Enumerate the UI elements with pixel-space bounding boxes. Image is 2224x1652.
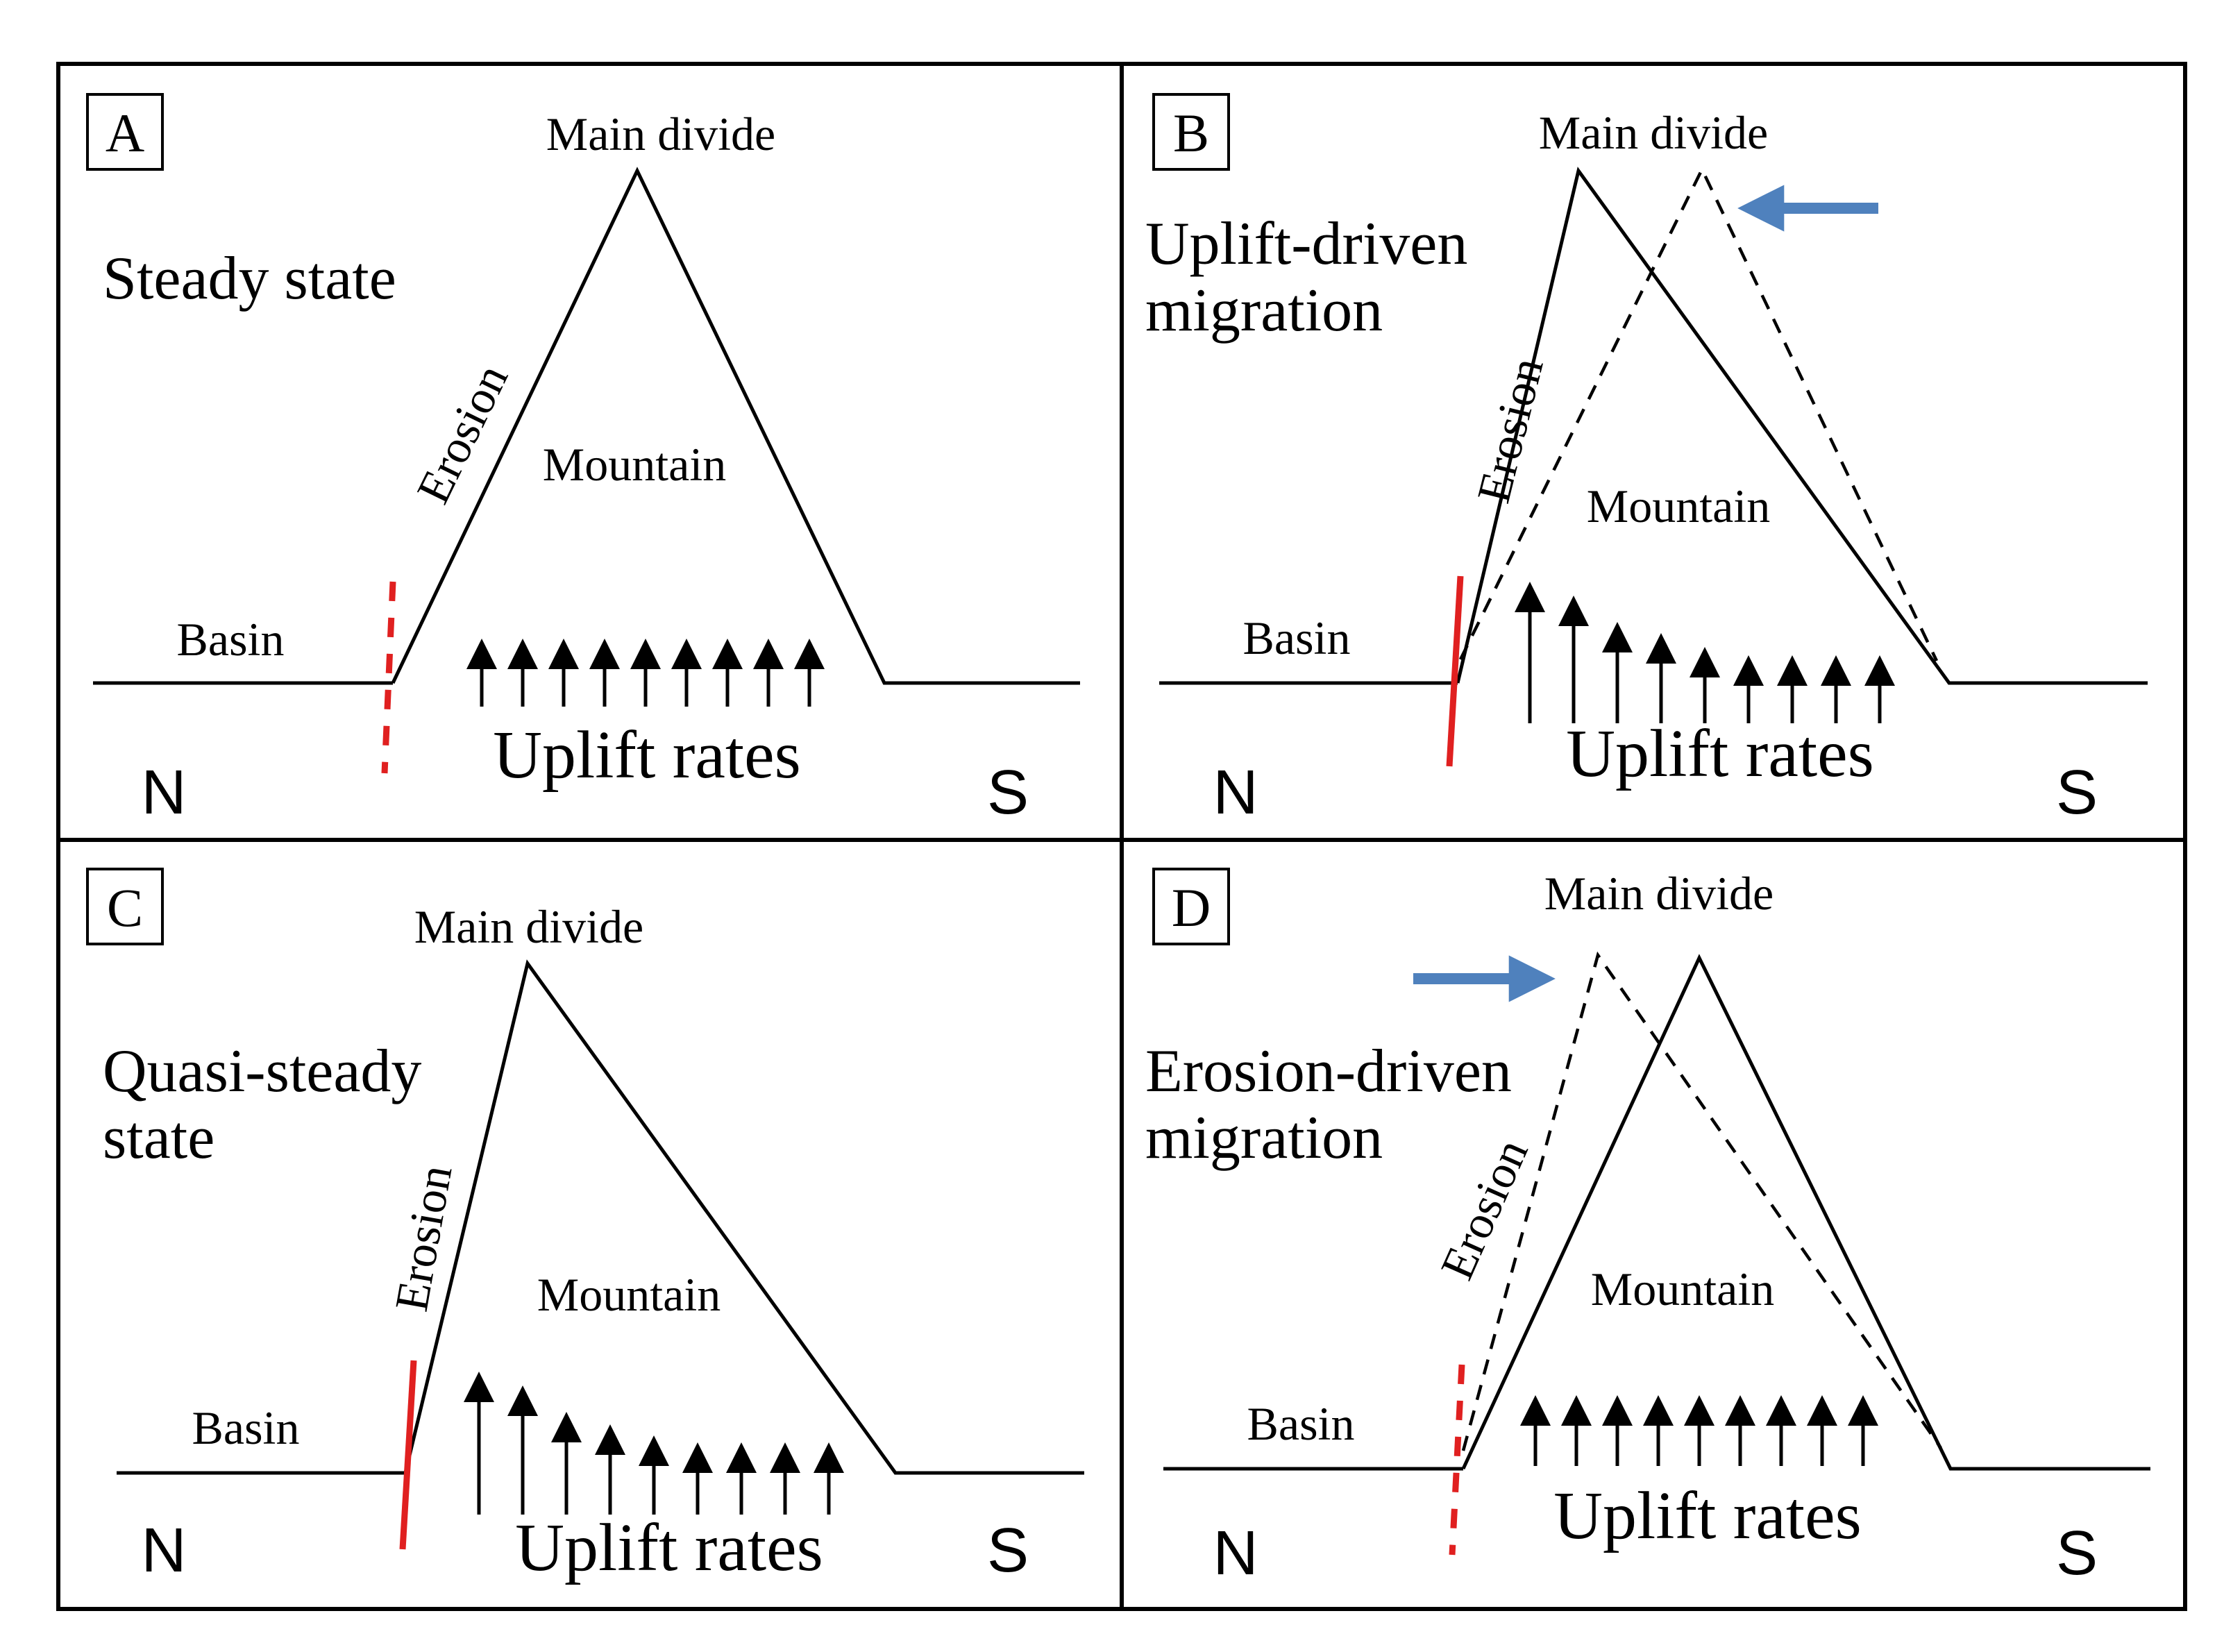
mountain-profile xyxy=(1456,167,2148,685)
south-label: S xyxy=(2056,758,2098,827)
mountain-label: Mountain xyxy=(537,1268,721,1321)
uplift-arrow-head xyxy=(1602,1395,1633,1426)
panel-title-line-2: state xyxy=(103,1104,214,1172)
panel-b: B Uplift-driven migration Main divide Er… xyxy=(1145,93,2148,827)
uplift-arrow-head xyxy=(1515,582,1545,612)
uplift-arrow-head xyxy=(1864,655,1895,686)
uplift-arrow-head xyxy=(1777,655,1808,686)
north-label: N xyxy=(142,758,187,827)
north-label: N xyxy=(1213,758,1258,827)
uplift-rates-label: Uplift rates xyxy=(493,718,801,793)
uplift-arrow-head xyxy=(682,1442,713,1473)
uplift-arrow-head xyxy=(639,1435,669,1466)
erosion-label: Erosion xyxy=(1467,353,1553,508)
uplift-arrow-head xyxy=(1520,1395,1551,1426)
uplift-arrow-head xyxy=(794,639,825,669)
panel-d: D Erosion-driven migration Main divide E… xyxy=(1145,867,2150,1588)
uplift-arrow-head xyxy=(1561,1395,1592,1426)
uplift-arrow-head xyxy=(726,1442,757,1473)
mountain-label: Mountain xyxy=(1591,1263,1774,1315)
panel-letter: A xyxy=(106,103,144,163)
fault-line xyxy=(399,1360,417,1550)
basin-label: Basin xyxy=(1247,1397,1355,1450)
uplift-arrow-head xyxy=(507,1385,538,1416)
uplift-arrow-head xyxy=(1646,633,1676,664)
uplift-arrow-head xyxy=(548,639,579,669)
uplift-rates-label: Uplift rates xyxy=(515,1510,823,1585)
panel-letter-box xyxy=(1152,868,1230,945)
uplift-arrows xyxy=(466,639,825,707)
uplift-arrows xyxy=(1515,582,1895,723)
panel-title: Steady state xyxy=(103,245,396,312)
uplift-arrow-head xyxy=(464,1372,494,1402)
uplift-arrow-head xyxy=(1807,1395,1837,1426)
uplift-rates-label: Uplift rates xyxy=(1566,716,1874,791)
panel-title-line-1: Uplift-driven xyxy=(1145,210,1467,278)
fault-line xyxy=(1449,1364,1465,1556)
uplift-arrow-head xyxy=(1848,1395,1878,1426)
uplift-arrow-head xyxy=(630,639,661,669)
panel-a: A Steady state Main divide Erosion Mount… xyxy=(86,93,1080,827)
uplift-arrow-head xyxy=(589,639,620,669)
panel-letter-box xyxy=(86,93,164,171)
erosion-label: Erosion xyxy=(406,356,518,511)
panel-c: C Quasi-steady state Main divide Erosion… xyxy=(86,868,1084,1585)
basin-label: Basin xyxy=(192,1401,300,1454)
uplift-arrow-head xyxy=(1821,655,1851,686)
uplift-arrow-head xyxy=(1684,1395,1715,1426)
uplift-arrow-head xyxy=(814,1442,844,1473)
uplift-arrow-head xyxy=(712,639,743,669)
south-label: S xyxy=(2056,1519,2098,1588)
uplift-arrow-head xyxy=(1725,1395,1755,1426)
uplift-arrow-head xyxy=(595,1424,625,1455)
panel-letter: D xyxy=(1172,877,1211,938)
fault-line xyxy=(381,581,396,774)
basin-label: Basin xyxy=(1243,612,1351,664)
mountain-profile xyxy=(403,959,1084,1475)
uplift-arrows xyxy=(464,1372,844,1515)
erosion-label: Erosion xyxy=(1430,1131,1538,1287)
former-divide-profile xyxy=(1461,951,1942,1451)
uplift-arrow-head xyxy=(1766,1395,1796,1426)
uplift-arrow-head xyxy=(1643,1395,1674,1426)
mountain-label: Mountain xyxy=(543,438,726,491)
uplift-arrow-head xyxy=(1690,647,1720,677)
panel-title-line-1: Erosion-driven xyxy=(1145,1038,1512,1105)
north-label: N xyxy=(1213,1519,1258,1588)
panel-title-line-2: migration xyxy=(1145,1104,1383,1172)
main-divide-label: Main divide xyxy=(1544,867,1774,920)
panel-title-line-1: Quasi-steady xyxy=(103,1038,421,1105)
uplift-arrow-head xyxy=(770,1442,800,1473)
main-divide-label: Main divide xyxy=(1539,106,1769,159)
mountain-profile xyxy=(391,167,1080,685)
uplift-rates-label: Uplift rates xyxy=(1553,1478,1862,1553)
panel-letter-box xyxy=(1152,93,1230,171)
south-label: S xyxy=(987,1516,1029,1585)
former-divide-profile xyxy=(1458,165,1939,661)
south-label: S xyxy=(987,758,1029,827)
uplift-arrow-head xyxy=(551,1412,582,1442)
basin-label: Basin xyxy=(177,613,285,666)
mountain-label: Mountain xyxy=(1587,480,1770,532)
panel-letter-box xyxy=(86,868,164,945)
panel-letter: B xyxy=(1173,103,1209,163)
mountain-profile xyxy=(1461,954,2150,1471)
panel-letter: C xyxy=(107,877,143,938)
uplift-arrow-head xyxy=(1602,622,1633,652)
uplift-arrow-head xyxy=(1558,596,1589,626)
north-label: N xyxy=(142,1516,187,1585)
fault-line xyxy=(1446,575,1464,767)
panel-title-line-2: migration xyxy=(1145,277,1383,344)
uplift-arrow-head xyxy=(671,639,702,669)
uplift-arrow-head xyxy=(1733,655,1764,686)
uplift-arrows xyxy=(1520,1395,1878,1466)
uplift-arrow-head xyxy=(753,639,784,669)
main-divide-label: Main divide xyxy=(546,108,776,160)
uplift-arrow-head xyxy=(507,639,538,669)
main-divide-label: Main divide xyxy=(414,900,644,953)
uplift-arrow-head xyxy=(466,639,497,669)
